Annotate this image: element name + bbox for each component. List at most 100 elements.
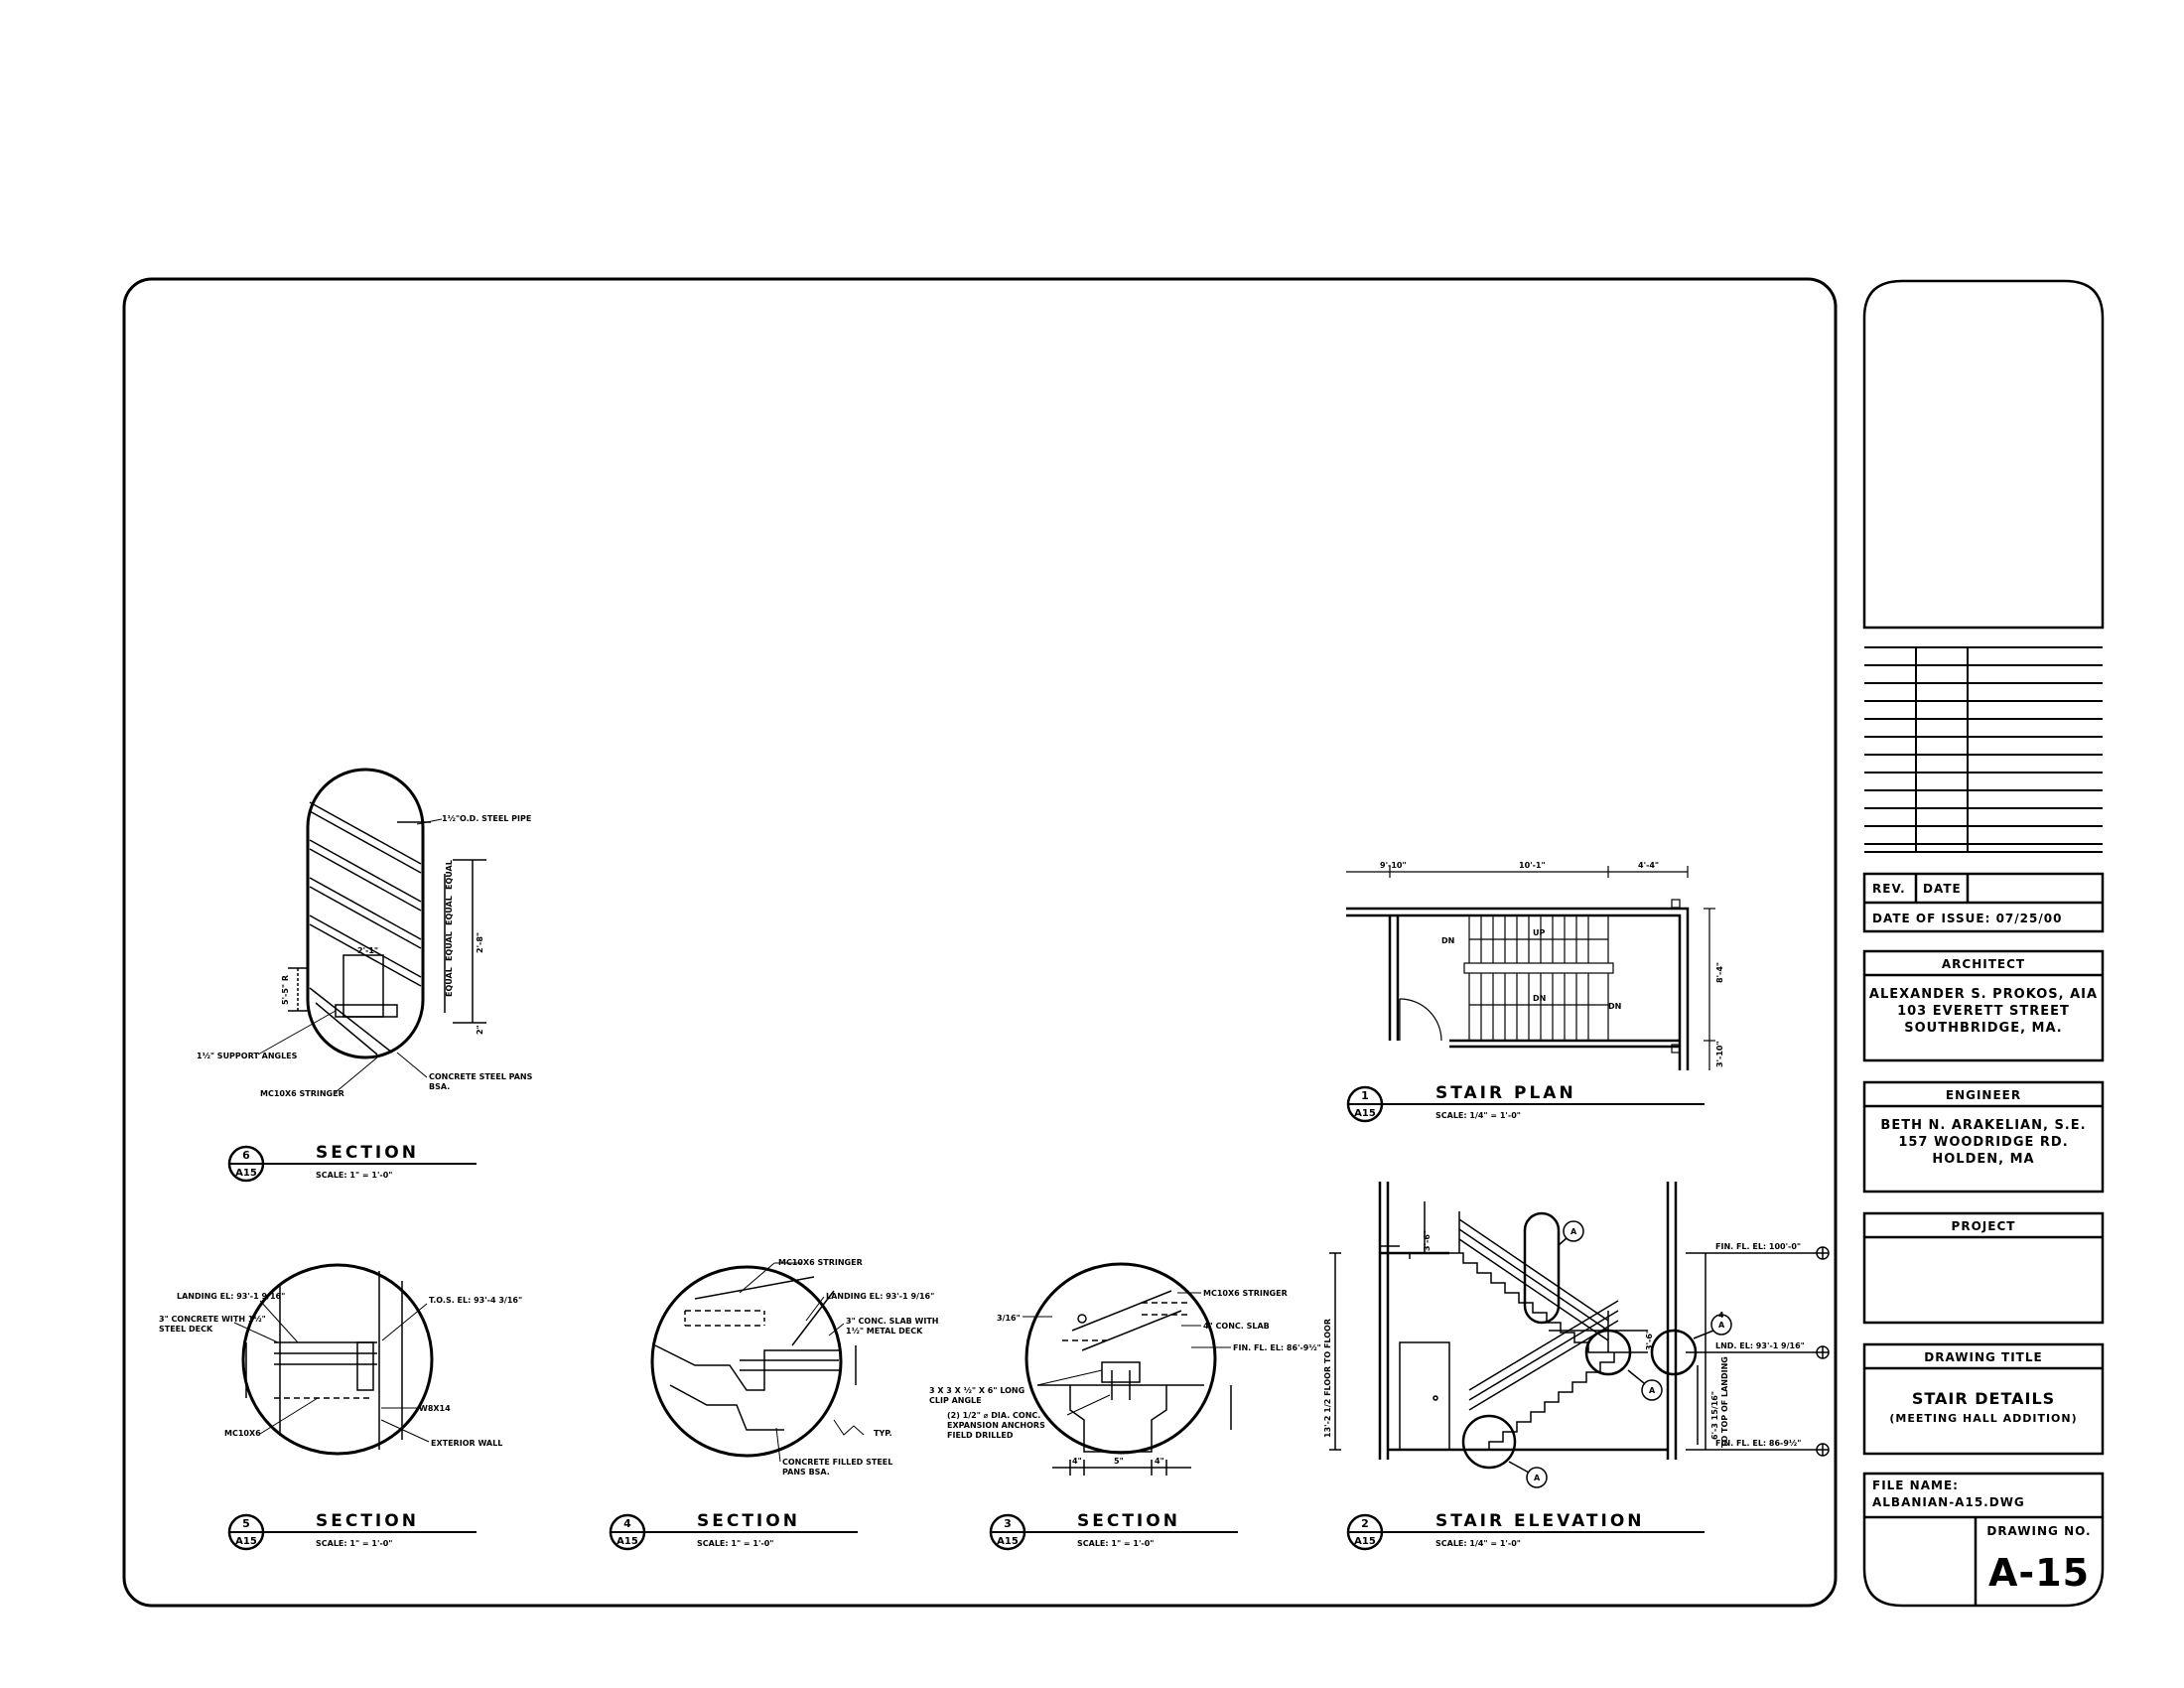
detail-6-scale: SCALE: 1" = 1'-0": [316, 1171, 392, 1180]
detail-3-sheet: A15: [997, 1536, 1019, 1547]
d4-note-pans: CONCRETE FILLED STEEL: [782, 1458, 892, 1467]
project-label: PROJECT: [1952, 1219, 2016, 1233]
detail-3-number: 3: [1004, 1517, 1012, 1530]
detail-3-drawing: MC10X6 STRINGER 4" CONC. SLAB FIN. FL. E…: [929, 1262, 1321, 1476]
detail-5-title-text: SECTION: [316, 1511, 419, 1531]
architect-box: [1862, 949, 2105, 1062]
d1-label-dn-1: DN: [1441, 936, 1454, 945]
engineer-box: [1862, 1080, 2105, 1194]
engineer-label: ENGINEER: [1946, 1088, 2021, 1102]
d6-note-bsa: BSA.: [429, 1082, 450, 1091]
d3-note-anchors-1: (2) 1/2" ⌀ DIA. CONC.: [947, 1411, 1040, 1420]
detail-1-scale: SCALE: 1/4" = 1'-0": [1435, 1111, 1521, 1120]
file-name: ALBANIAN-A15.DWG: [1872, 1495, 2025, 1509]
d3-note-fin-fl: FIN. FL. EL: 86'-9½": [1233, 1342, 1321, 1352]
d6-note-pipe: 1½"O.D. STEEL PIPE: [442, 813, 531, 823]
engineer-name: BETH N. ARAKELIAN, S.E.: [1880, 1118, 2086, 1133]
d2-tag-a-3: A: [1718, 1321, 1725, 1330]
d6-note-radius: 5'-5" R: [281, 975, 290, 1005]
d3-note-anchors-3: FIELD DRILLED: [947, 1431, 1014, 1440]
detail-5-scale: SCALE: 1" = 1'-0": [316, 1539, 392, 1548]
project-box: [1862, 1211, 2105, 1325]
detail-4-title: 4 A15 SECTION SCALE: 1" = 1'-0": [609, 1511, 858, 1551]
detail-4-drawing: MC10X6 STRINGER LANDING EL: 93'-1 9/16" …: [650, 1258, 938, 1477]
detail-3-title-text: SECTION: [1077, 1511, 1180, 1531]
d5-note-tos: T.O.S. EL: 93'-4 3/16": [429, 1296, 522, 1305]
detail-6-sheet: A15: [235, 1168, 257, 1179]
architect-name: ALEXANDER S. PROKOS, AIA: [1869, 987, 2098, 1002]
d2-callout-base: [1461, 1414, 1517, 1470]
d1-dim-right: 4'-4": [1638, 861, 1659, 870]
detail-6-drawing: 1½"O.D. STEEL PIPE EQUAL EQUAL EQUAL EQU…: [197, 768, 533, 1098]
detail-1-sheet: A15: [1354, 1108, 1376, 1119]
drawing-subtitle: (MEETING HALL ADDITION): [1889, 1412, 2077, 1425]
title-block: [1862, 279, 2105, 1608]
revision-grid: [1864, 646, 2103, 853]
detail-3-title: 3 A15 SECTION SCALE: 1" = 1'-0": [989, 1511, 1238, 1551]
architect-city: SOUTHBRIDGE, MA.: [1904, 1021, 2062, 1036]
d1-label-dn-2: DN: [1533, 994, 1546, 1003]
d5-note-mc: MC10X6: [224, 1429, 261, 1438]
d2-tag-a-2: A: [1649, 1386, 1656, 1395]
d2-callout-landing: [1584, 1329, 1632, 1376]
d2-callout-floor: [1650, 1329, 1698, 1376]
d4-note-deck: 1½" METAL DECK: [846, 1326, 923, 1336]
d2-level-top: FIN. FL. EL: 100'-0": [1715, 1242, 1801, 1251]
file-name-label: FILE NAME:: [1872, 1478, 1959, 1492]
d2-dim-rail-lower: 3'-6": [1645, 1330, 1654, 1350]
d4-note-landing: LANDING EL: 93'-1 9/16": [826, 1292, 934, 1301]
d2-tag-a-1: A: [1570, 1227, 1577, 1236]
d1-dim-height: 8'-4": [1715, 962, 1724, 983]
d3-note-stringer: MC10X6 STRINGER: [1203, 1289, 1288, 1298]
d1-dim-left: 9'-10": [1380, 861, 1407, 870]
d1-dim-mid: 10'-1": [1519, 861, 1546, 870]
d2-tag-4: 4: [1718, 1311, 1724, 1320]
title-block-text: REV. DATE DATE OF ISSUE: 07/25/00 ARCHIT…: [1869, 882, 2098, 1595]
architect-label: ARCHITECT: [1942, 957, 2025, 971]
detail-6-title: 6 A15 SECTION SCALE: 1" = 1'-0": [227, 1143, 477, 1183]
detail-3-circle: [1024, 1262, 1217, 1455]
d6-note-dim-21: 2'-1": [357, 946, 378, 955]
detail-2-sheet: A15: [1354, 1536, 1376, 1547]
drawing-number-box: [1862, 1472, 2105, 1608]
d3-note-dim-a: 4": [1072, 1457, 1082, 1466]
d1-label-up: UP: [1533, 928, 1545, 937]
d5-note-w8: W8X14: [419, 1404, 451, 1413]
title-block-top-box: [1862, 279, 2105, 630]
d6-note-equal-4: EQUAL: [445, 967, 454, 997]
detail-4-circle: [650, 1265, 843, 1458]
detail-5-circle: [241, 1263, 434, 1456]
detail-2-title-text: STAIR ELEVATION: [1435, 1511, 1645, 1531]
detail-1-title: 1 A15 STAIR PLAN SCALE: 1/4" = 1'-0": [1346, 1083, 1705, 1123]
detail-4-scale: SCALE: 1" = 1'-0": [697, 1539, 773, 1548]
detail-1-drawing: 9'-10" 10'-1" 4'-4" DN UP DN DN 8'-4" 3'…: [1346, 861, 1724, 1070]
d2-dim-landing-note: TO TOP OF LANDING: [1720, 1356, 1729, 1448]
d5-note-deck: STEEL DECK: [159, 1325, 213, 1334]
d2-dim-floor-to-floor: 13'-2 1/2 FLOOR TO FLOOR: [1323, 1319, 1332, 1438]
d5-note-ext-wall: EXTERIOR WALL: [431, 1439, 502, 1448]
engineer-city: HOLDEN, MA: [1932, 1152, 2034, 1167]
drawing-title-label: DRAWING TITLE: [1924, 1350, 2042, 1364]
d5-note-landing: LANDING EL: 93'-1 9/16": [177, 1292, 285, 1301]
d4-note-slab: 3" CONC. SLAB WITH: [846, 1317, 938, 1326]
d3-note-slab: 4" CONC. SLAB: [1203, 1322, 1270, 1331]
main-drawing-border: [122, 277, 1838, 1608]
d6-note-dim-28: 2'-8": [476, 932, 484, 953]
detail-5-number: 5: [242, 1517, 250, 1530]
detail-4-sheet: A15: [616, 1536, 638, 1547]
d6-note-equal-3: EQUAL: [445, 931, 454, 961]
d1-label-dn-3: DN: [1608, 1002, 1621, 1011]
detail-4-number: 4: [623, 1517, 631, 1530]
d2-tag-a-4: A: [1534, 1474, 1541, 1482]
detail-1-title-text: STAIR PLAN: [1435, 1083, 1576, 1103]
detail-6-capsule: [306, 768, 425, 1059]
d3-note-angle: 3 X 3 X ½" X 6" LONG: [929, 1385, 1024, 1395]
detail-6-title-text: SECTION: [316, 1143, 419, 1163]
drawing-number: A-15: [1988, 1551, 2090, 1595]
d2-level-landing: LND. EL: 93'-1 9/16": [1715, 1341, 1805, 1350]
d6-note-equal-1: EQUAL: [445, 860, 454, 890]
d3-note-weld: 3/16": [997, 1314, 1021, 1323]
detail-5-sheet: A15: [235, 1536, 257, 1547]
engineer-street: 157 WOODRIDGE RD.: [1898, 1135, 2068, 1150]
